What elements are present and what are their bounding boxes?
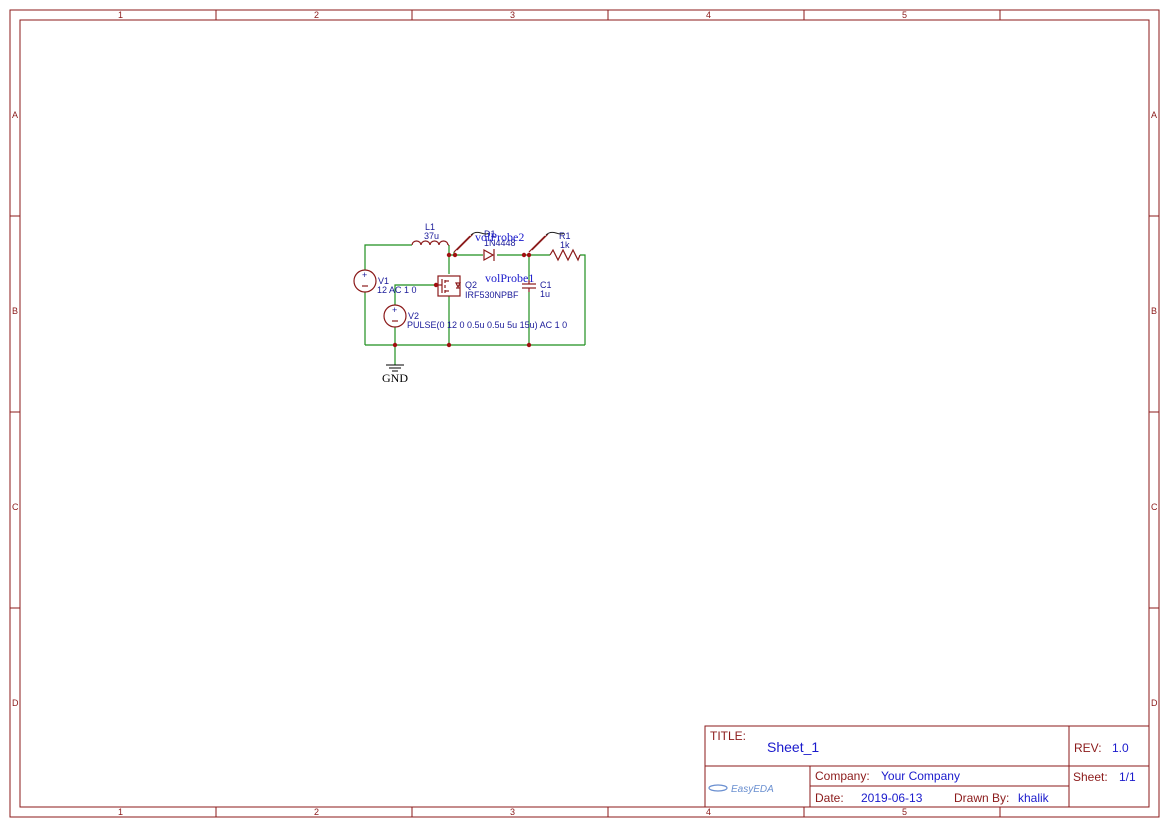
- diode-d1[interactable]: D1 1N4448: [483, 229, 516, 262]
- probe2-label: volProbe2: [475, 230, 524, 244]
- easyeda-logo-icon: EasyEDA: [708, 784, 774, 795]
- rev-value: 1.0: [1112, 741, 1129, 755]
- row-label-right-c: C: [1151, 502, 1158, 512]
- inductor-l1[interactable]: L1 37u: [411, 222, 449, 246]
- row-label-left-b: B: [12, 306, 18, 316]
- gnd-label: GND: [382, 371, 408, 385]
- logo-text: EasyEDA: [731, 784, 774, 795]
- v1-plus-sign: +: [362, 270, 367, 280]
- v2-value: PULSE(0 12 0 0.5u 0.5u 5u 15u) AC 1 0: [407, 320, 567, 330]
- schematic: L1 37u D1 1N4448 R1 1k C1 1u: [353, 222, 586, 385]
- c1-ref: C1: [540, 280, 552, 290]
- probe1-label: volProbe1: [485, 271, 534, 285]
- col-label-top-1: 1: [118, 10, 123, 20]
- q2-value: IRF530NPBF: [465, 290, 519, 300]
- col-label-top-2: 2: [314, 10, 319, 20]
- inner-frame: [19, 19, 1150, 808]
- c1-value: 1u: [540, 289, 550, 299]
- r1-ref: R1: [559, 231, 571, 241]
- title-label: TITLE:: [710, 729, 746, 743]
- col-label-top-5: 5: [902, 10, 907, 20]
- junctions: [392, 252, 532, 348]
- voltage-probe-2[interactable]: volProbe2: [453, 230, 524, 253]
- resistor-r1[interactable]: R1 1k: [549, 231, 581, 262]
- sheet-label: Sheet:: [1073, 770, 1108, 784]
- r1-value: 1k: [560, 240, 570, 250]
- column-dividers: [215, 10, 1001, 817]
- col-label-bottom-4: 4: [706, 807, 711, 817]
- v1-value: 12 AC 1 0: [377, 285, 417, 295]
- title-value: Sheet_1: [767, 739, 819, 755]
- row-label-right-b: B: [1151, 306, 1157, 316]
- col-label-top-3: 3: [510, 10, 515, 20]
- title-block: TITLE: Sheet_1 REV: 1.0 Company: Your Co…: [704, 725, 1150, 808]
- row-label-left-a: A: [12, 110, 18, 120]
- v1-ref: V1: [378, 276, 389, 286]
- col-label-bottom-5: 5: [902, 807, 907, 817]
- col-label-bottom-1: 1: [118, 807, 123, 817]
- outer-frame: [9, 9, 1160, 818]
- drawn-by-label: Drawn By:: [954, 791, 1009, 805]
- row-label-right-d: D: [1151, 698, 1158, 708]
- row-dividers: [10, 215, 1159, 609]
- company-value: Your Company: [881, 769, 960, 783]
- company-label: Company:: [815, 769, 870, 783]
- col-label-top-4: 4: [706, 10, 711, 20]
- capacitor-c1[interactable]: C1 1u: [522, 280, 552, 299]
- v2-plus-sign: +: [392, 305, 397, 315]
- col-label-bottom-3: 3: [510, 807, 515, 817]
- row-label-right-a: A: [1151, 110, 1157, 120]
- l1-value: 37u: [424, 231, 439, 241]
- q2-ref: Q2: [465, 280, 477, 290]
- wires: [364, 244, 586, 365]
- v2-ref: V2: [408, 311, 419, 321]
- date-label: Date:: [815, 791, 844, 805]
- voltage-probe-1[interactable]: volProbe1: [485, 231, 565, 285]
- l1-ref: L1: [425, 222, 435, 232]
- d1-value: 1N4448: [484, 238, 516, 248]
- d1-ref: D1: [484, 229, 496, 239]
- ground-symbol[interactable]: GND: [382, 364, 408, 385]
- drawn-by-value: khalik: [1018, 791, 1050, 805]
- voltage-source-v1[interactable]: + V1 12 AC 1 0: [353, 269, 417, 295]
- sheet-value: 1/1: [1119, 770, 1136, 784]
- voltage-source-v2[interactable]: + V2 PULSE(0 12 0 0.5u 0.5u 5u 15u) AC 1…: [383, 304, 567, 330]
- rev-label: REV:: [1074, 741, 1102, 755]
- row-label-left-c: C: [12, 502, 19, 512]
- row-label-left-d: D: [12, 698, 19, 708]
- date-value: 2019-06-13: [861, 791, 923, 805]
- col-label-bottom-2: 2: [314, 807, 319, 817]
